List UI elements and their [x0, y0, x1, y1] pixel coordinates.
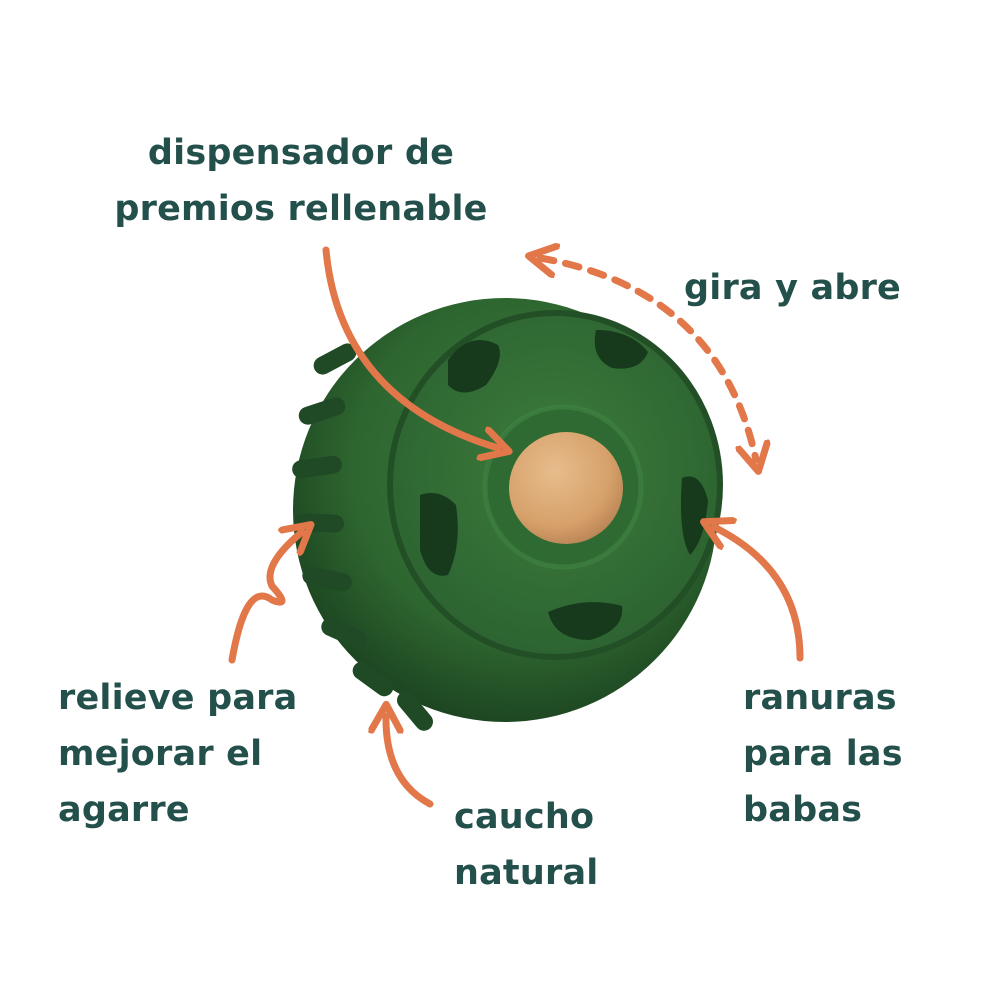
arrow-dispenser: [322, 246, 498, 448]
label-natural-rubber-line-2: natural: [454, 853, 599, 893]
label-treat-dispenser-line-1: dispensador de: [147, 133, 455, 173]
label-grip-texture-line-2: mejorar el: [58, 734, 263, 774]
label-treat-dispenser: dispensador de premios rellenable: [100, 125, 502, 237]
label-twist-open-line-1: gira y abre: [684, 268, 901, 308]
label-twist-open: gira y abre: [684, 260, 901, 316]
callout-arrows: [228, 246, 804, 808]
label-grip-texture-line-3: agarre: [58, 790, 190, 830]
arrow-grooves: [714, 527, 804, 662]
label-drool-grooves-line-1: ranuras: [743, 678, 897, 718]
label-grip-texture: relieve para mejorar el agarre: [58, 670, 297, 838]
label-natural-rubber-line-1: caucho: [454, 797, 595, 837]
label-drool-grooves-line-3: babas: [743, 790, 863, 830]
label-treat-dispenser-line-2: premios rellenable: [114, 189, 488, 229]
label-grip-texture-line-1: relieve para: [58, 678, 298, 718]
treat-icon: [509, 432, 623, 544]
label-natural-rubber: caucho natural: [454, 789, 598, 901]
label-drool-grooves: ranuras para las babas: [743, 670, 903, 838]
grip-ridges: [292, 343, 433, 731]
label-drool-grooves-line-2: para las: [743, 734, 903, 774]
toy-ball: [292, 298, 723, 731]
arrow-grip: [228, 532, 302, 664]
arrow-rubber: [386, 716, 434, 808]
arrow-twist: [540, 258, 756, 460]
